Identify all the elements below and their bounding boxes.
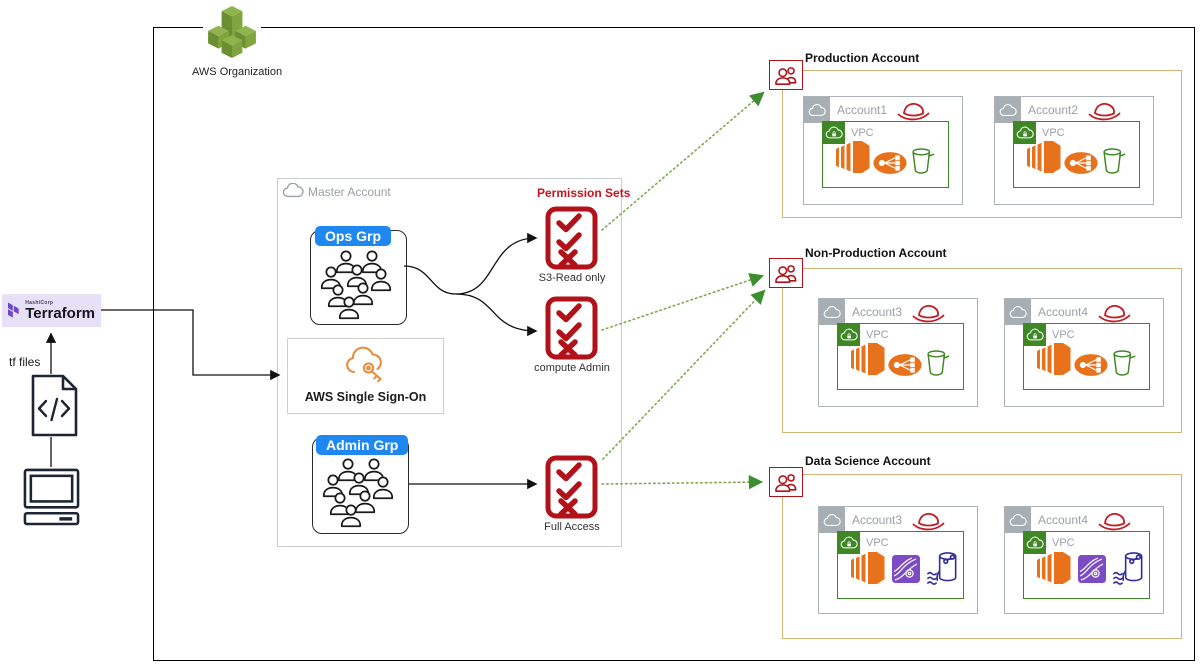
permission-set-label: Full Access <box>544 521 600 533</box>
account-name: Account3 <box>852 305 903 319</box>
account-group-title: Data Science Account <box>805 454 931 468</box>
vpc-label: VPC <box>1042 127 1065 139</box>
ec2-icon <box>850 550 886 586</box>
vpc-cloud-lock-icon <box>1024 324 1046 346</box>
vpc-cloud-lock-icon <box>838 532 860 554</box>
account-name: Account4 <box>1038 513 1089 527</box>
admin-group-label: Admin Grp <box>316 435 409 455</box>
account-name: Account2 <box>1028 103 1079 117</box>
aws-organizations-cubes-icon <box>203 2 261 64</box>
checklist-icon <box>545 455 598 519</box>
ops-group-label: Ops Grp <box>315 226 392 246</box>
account-group-box-nonproduction: Account3 VPC Account4 VPC <box>782 268 1182 433</box>
users-icon <box>769 258 803 288</box>
vpc-box: VPC <box>1023 531 1150 599</box>
vpc-box: VPC <box>1013 121 1140 188</box>
users-icon <box>769 467 803 497</box>
ec2-icon <box>1036 550 1072 586</box>
vpc-cloud-lock-icon <box>838 324 860 346</box>
terraform-logo: HashiCorp Terraform <box>2 294 101 327</box>
vpc-box: VPC <box>837 323 964 390</box>
vpc-label: VPC <box>866 329 889 341</box>
checklist-icon <box>545 296 598 360</box>
vpc-label: VPC <box>1052 329 1075 341</box>
account-box: Account2 VPC <box>994 96 1154 205</box>
account-box: Account4 VPC <box>1004 298 1164 407</box>
cloud-icon <box>282 183 304 203</box>
computer-icon <box>22 467 81 526</box>
s3-bucket-icon <box>911 146 935 176</box>
sso-box: AWS Single Sign-On <box>287 338 444 414</box>
vpc-label: VPC <box>866 537 889 549</box>
terraform-mark-icon <box>8 298 20 323</box>
ec2-icon <box>1036 341 1072 377</box>
vpc-cloud-lock-icon <box>1024 532 1046 554</box>
cloud-key-icon <box>288 346 443 387</box>
cloud-icon <box>804 97 830 123</box>
vpc-box: VPC <box>837 531 964 599</box>
account-group-box-datascience: Account3 VPC Account4 VPC <box>782 474 1182 639</box>
elastic-load-balancing-icon <box>1064 150 1098 176</box>
ec2-icon <box>850 341 886 377</box>
cloud-icon <box>819 299 845 325</box>
user-group-icon <box>320 250 392 320</box>
permission-set-label: compute Admin <box>534 362 610 374</box>
ec2-icon <box>835 139 871 175</box>
account-group-title: Non-Production Account <box>805 246 947 260</box>
account-name: Account4 <box>1038 305 1089 319</box>
ec2-icon <box>1026 139 1062 175</box>
cloud-icon <box>1005 507 1031 533</box>
terraform-product-label: Terraform <box>25 305 95 322</box>
cloud-icon <box>819 507 845 533</box>
tf-files-label: tf files <box>9 355 41 369</box>
cloud-icon <box>1005 299 1031 325</box>
s3-bucket-icon <box>1112 348 1136 378</box>
permission-set-label: S3-Read only <box>538 272 606 284</box>
hashicorp-brand-label: HashiCorp <box>25 300 54 306</box>
master-account-label: Master Account <box>308 185 391 199</box>
glue-icon <box>892 555 920 583</box>
users-icon <box>769 60 803 90</box>
s3-bucket-icon <box>1102 146 1126 176</box>
cloud-icon <box>995 97 1021 123</box>
account-group-box-production: Account1 VPC Account2 VPC <box>782 70 1182 218</box>
elastic-load-balancing-icon <box>888 352 922 378</box>
elastic-load-balancing-icon <box>1074 352 1108 378</box>
checklist-icon <box>545 206 598 270</box>
vpc-box: VPC <box>822 121 949 188</box>
code-file-icon <box>31 374 78 437</box>
vpc-cloud-lock-icon <box>823 122 845 144</box>
vpc-box: VPC <box>1023 323 1150 390</box>
account-box: Account3 VPC <box>818 506 978 614</box>
account-group-title: Production Account <box>805 51 920 65</box>
vpc-cloud-lock-icon <box>1014 122 1036 144</box>
account-box: Account4 VPC <box>1004 506 1164 614</box>
permission-sets-title: Permission Sets <box>537 186 631 200</box>
account-box: Account1 VPC <box>803 96 963 205</box>
data-lake-icon <box>1112 549 1144 587</box>
glue-icon <box>1078 555 1106 583</box>
vpc-label: VPC <box>851 127 874 139</box>
account-name: Account1 <box>837 103 888 117</box>
aws-organization-label: AWS Organization <box>192 66 283 78</box>
vpc-label: VPC <box>1052 537 1075 549</box>
s3-bucket-icon <box>926 348 950 378</box>
account-name: Account3 <box>852 513 903 527</box>
user-group-icon <box>322 458 394 528</box>
elastic-load-balancing-icon <box>873 150 907 176</box>
sso-label: AWS Single Sign-On <box>304 390 427 404</box>
account-box: Account3 VPC <box>818 298 978 407</box>
data-lake-icon <box>926 549 958 587</box>
